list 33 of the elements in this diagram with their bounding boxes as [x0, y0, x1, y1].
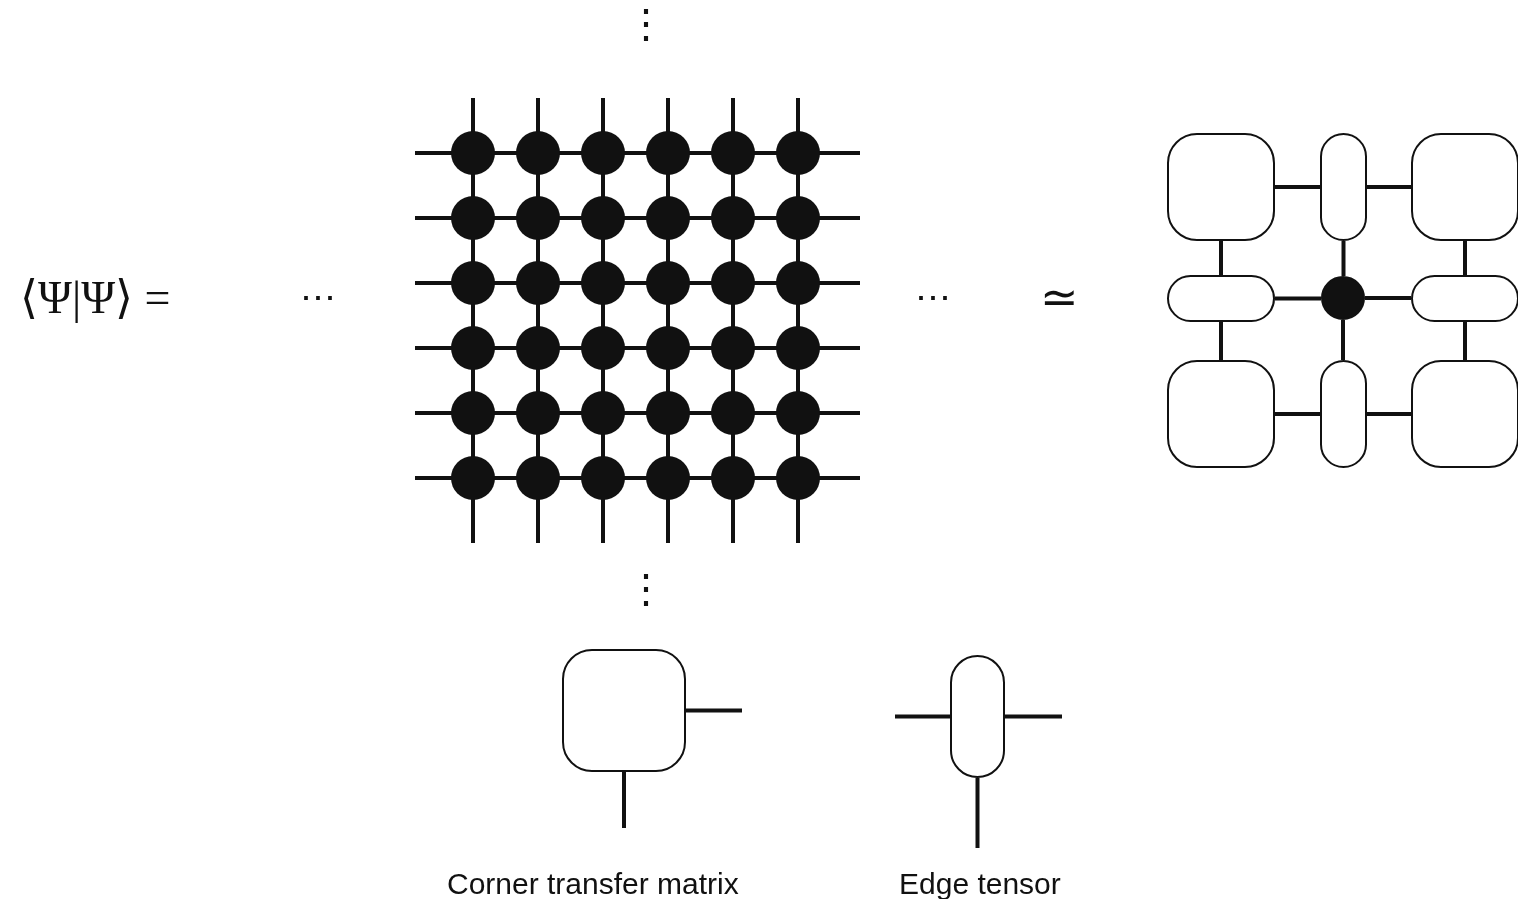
tensor-dot: [1321, 276, 1365, 320]
corner-tensor: [1411, 133, 1518, 241]
vertical-ellipsis: ⋮: [626, 4, 666, 44]
corner-tensor: [1167, 133, 1275, 241]
vertical-ellipsis: ⋮: [626, 569, 666, 609]
tensor-leg: [1367, 412, 1411, 416]
tensor-leg: [622, 772, 626, 828]
approx-symbol: ≃: [1040, 275, 1079, 321]
tensor-leg: [1275, 185, 1320, 189]
tensor-leg: [1005, 714, 1062, 719]
tensor-leg: [686, 708, 742, 713]
corner-tensor: [1167, 360, 1275, 468]
tensor-leg: [1463, 241, 1467, 275]
node-label: Corner transfer matrix: [447, 869, 739, 899]
formula: ⟨Ψ|Ψ⟩ =: [20, 275, 171, 321]
tensor-leg: [1463, 322, 1467, 360]
ellipsis: ⋯: [300, 280, 336, 316]
tensor-leg: [975, 778, 980, 848]
tensor-leg: [1341, 320, 1345, 360]
corner-tensor: [1411, 360, 1518, 468]
tensor-leg: [895, 714, 950, 719]
tensor-leg: [1219, 322, 1223, 360]
tensor-leg: [1275, 296, 1321, 301]
edge-tensor: [1320, 360, 1367, 468]
tensor-leg: [1367, 185, 1411, 189]
tensor-leg: [1275, 412, 1320, 416]
edge-tensor: [1411, 275, 1518, 322]
ellipsis: ⋯: [915, 280, 951, 316]
edge-tensor: [1320, 133, 1367, 241]
tensor-leg: [1365, 296, 1411, 300]
tensor-leg: [1341, 241, 1346, 276]
tensor-leg: [1219, 241, 1223, 275]
edge-tensor: [1167, 275, 1275, 322]
